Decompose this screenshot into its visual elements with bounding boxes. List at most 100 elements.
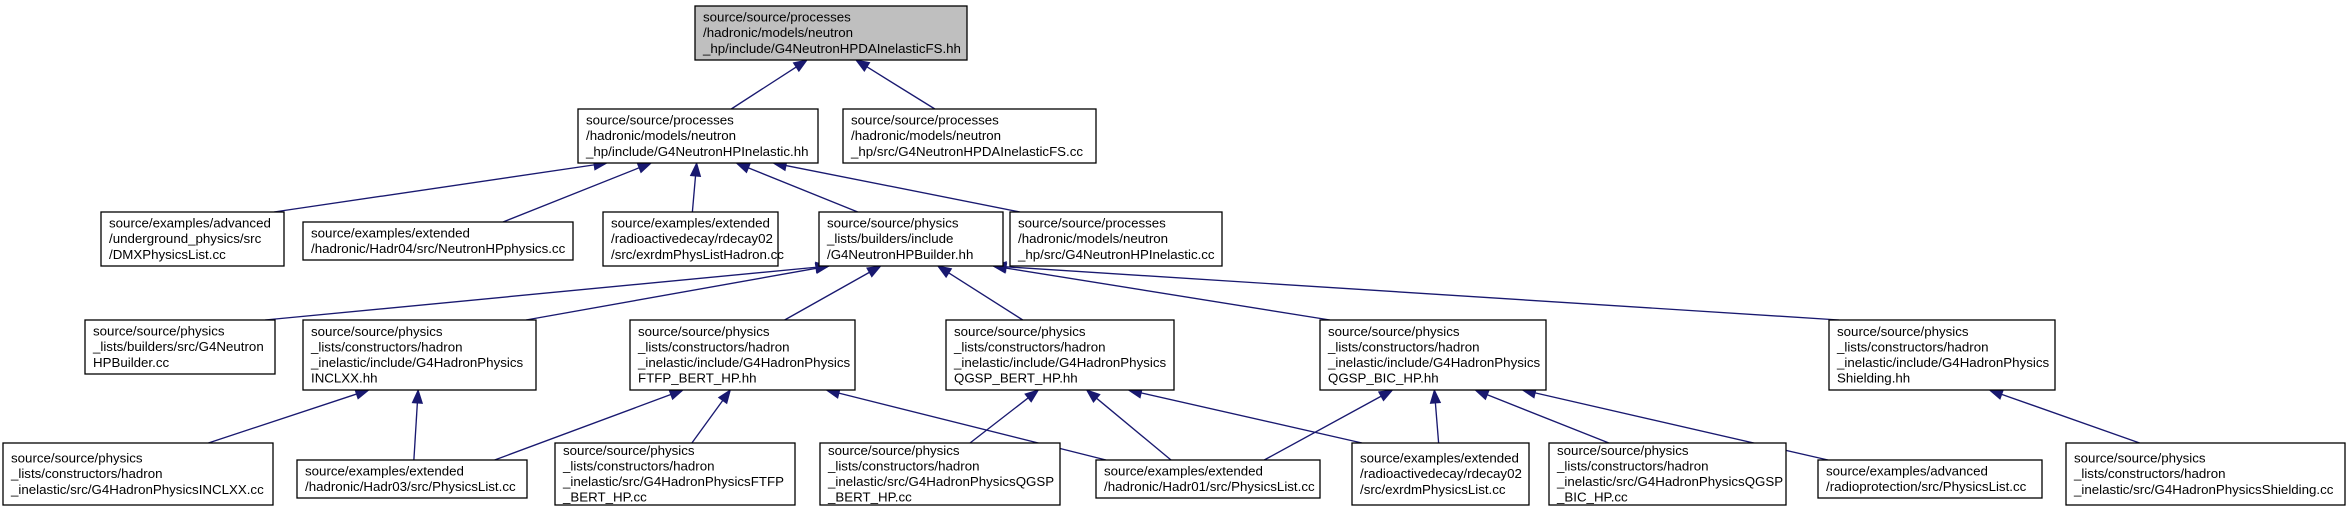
- node-label-line: _lists/builders/include: [826, 231, 953, 246]
- node-had04[interactable]: source/examples/extended/hadronic/Hadr04…: [302, 221, 574, 261]
- node-box: [1095, 459, 1321, 499]
- node-label-line: source/examples/extended: [311, 225, 470, 240]
- arrowhead: [668, 389, 685, 401]
- arrowhead: [854, 59, 871, 72]
- edge-hpinh-to-root: [730, 59, 809, 110]
- node-label-line: INCLXX.hh: [311, 371, 378, 386]
- node-label-line: /radioprotection/src/PhysicsList.cc: [1826, 479, 2027, 494]
- edge-had01-to-qbichh: [1263, 389, 1394, 461]
- edge-shldcc-to-shldhh: [1988, 389, 2140, 444]
- edge-line: [494, 393, 672, 461]
- node-box: [1817, 459, 2043, 499]
- arrowhead: [735, 162, 752, 174]
- node-box: [302, 221, 574, 261]
- node-label-line: source/examples/extended: [1360, 451, 1519, 466]
- edge-line: [264, 266, 817, 321]
- edge-line: [525, 267, 817, 321]
- node-box: [577, 108, 819, 164]
- edge-ftfpcc-to-ftfphh: [691, 388, 732, 444]
- edge-line: [785, 164, 1021, 213]
- node-label-line: QGSP_BIC_HP.hh: [1328, 371, 1439, 386]
- node-box: [100, 211, 285, 267]
- node-inclhh[interactable]: source/source/physics_lists/constructors…: [302, 319, 537, 391]
- edge-bldcc-to-builder: [264, 261, 831, 321]
- arrowhead: [1429, 388, 1442, 404]
- node-hpinh[interactable]: source/source/processes/hadronic/models/…: [577, 108, 819, 164]
- node-box: [1351, 442, 1530, 506]
- edge-line: [1005, 266, 1840, 321]
- node-label-line: QGSP_BERT_HP.hh: [954, 371, 1078, 386]
- node-label-line: _lists/constructors/hadron: [562, 458, 715, 473]
- node-shldcc[interactable]: source/source/physics_lists/constructors…: [2065, 442, 2346, 506]
- edge-had01-to-qbrthh: [1085, 389, 1172, 461]
- node-qbrthh[interactable]: source/source/physics_lists/constructors…: [945, 319, 1175, 391]
- edge-line: [969, 397, 1029, 444]
- node-label-line: _lists/constructors/hadron: [10, 466, 163, 481]
- node-label-line: source/source/physics: [638, 324, 770, 339]
- node-label-line: /radioactivedecay/rdecay02: [1360, 466, 1522, 481]
- edge-line: [838, 392, 1107, 461]
- node-label-line: _inelastic/src/G4HadronPhysicsShielding.…: [2073, 482, 2334, 497]
- node-exrdmh[interactable]: source/examples/extended/radioactivedeca…: [602, 211, 784, 267]
- node-root[interactable]: source/source/processes/hadronic/models/…: [694, 5, 968, 61]
- node-inclcc[interactable]: source/source/physics_lists/constructors…: [2, 442, 274, 506]
- node-label-line: /hadronic/Hadr03/src/PhysicsList.cc: [305, 479, 516, 494]
- node-label-line: source/examples/advanced: [109, 216, 271, 231]
- node-builder[interactable]: source/source/physics_lists/builders/inc…: [818, 211, 1004, 267]
- node-label-line: source/source/physics: [954, 324, 1086, 339]
- edge-line: [1096, 397, 1172, 461]
- arrowhead: [717, 388, 732, 405]
- node-radio[interactable]: source/examples/advanced/radioprotection…: [1817, 459, 2043, 499]
- edge-line: [2001, 393, 2140, 444]
- edge-dmx-to-hpinh: [273, 159, 609, 213]
- node-qbichh[interactable]: source/source/physics_lists/constructors…: [1319, 319, 1547, 391]
- node-label-line: _lists/constructors/hadron: [1836, 339, 1989, 354]
- node-box: [84, 319, 276, 375]
- node-qbiccc[interactable]: source/source/physics_lists/constructors…: [1548, 442, 1787, 506]
- node-label-line: _lists/constructors/hadron: [827, 458, 980, 473]
- edge-line: [866, 66, 936, 110]
- node-label-line: _BERT_HP.cc: [827, 490, 912, 505]
- node-label-line: /hadronic/Hadr04/src/NeutronHPphysics.cc: [311, 241, 566, 256]
- node-ftfpcc[interactable]: source/source/physics_lists/constructors…: [554, 442, 796, 506]
- arrowhead: [1377, 389, 1394, 402]
- arrowhead: [354, 388, 371, 400]
- node-exrdm[interactable]: source/examples/extended/radioactivedeca…: [1351, 442, 1530, 506]
- node-label-line: source/source/physics: [563, 443, 695, 458]
- node-label-line: _lists/constructors/hadron: [953, 339, 1106, 354]
- node-label-line: source/source/physics: [828, 443, 960, 458]
- node-box: [818, 211, 1004, 267]
- edge-ftfphh-to-builder: [784, 265, 882, 321]
- edge-qbrtcc-to-qbrthh: [969, 389, 1040, 444]
- node-box: [629, 319, 856, 391]
- node-label-line: _inelastic/src/G4HadronPhysicsINCLXX.cc: [10, 482, 264, 497]
- node-label-line: _BERT_HP.cc: [562, 490, 647, 505]
- node-hpinel[interactable]: source/source/processes/hadronic/models/…: [1009, 211, 1223, 267]
- node-ftfphh[interactable]: source/source/physics_lists/constructors…: [629, 319, 856, 391]
- edge-had03-to-inclhh: [411, 388, 424, 461]
- edge-hpinel-to-hpinh: [771, 160, 1021, 213]
- node-dmx[interactable]: source/examples/advanced/underground_phy…: [100, 211, 285, 267]
- node-label-line: _hp/include/G4NeutronHPDAInelasticFS.hh: [702, 41, 961, 56]
- node-had03[interactable]: source/examples/extended/hadronic/Hadr03…: [296, 459, 528, 499]
- node-qbrtcc[interactable]: source/source/physics_lists/constructors…: [819, 442, 1061, 506]
- node-label-line: /hadronic/models/neutron: [1018, 231, 1168, 246]
- node-had01[interactable]: source/examples/extended/hadronic/Hadr01…: [1095, 459, 1321, 499]
- node-shldhh[interactable]: source/source/physics_lists/constructors…: [1828, 319, 2056, 391]
- node-label-line: _lists/constructors/hadron: [1327, 339, 1480, 354]
- node-bldcc[interactable]: source/source/physics_lists/builders/src…: [84, 319, 276, 375]
- arrowhead: [411, 388, 424, 404]
- edge-inclcc-to-inclhh: [208, 388, 371, 444]
- node-label-line: source/source/physics: [93, 324, 225, 339]
- node-label-line: source/source/processes: [586, 113, 734, 128]
- node-label-line: /G4NeutronHPBuilder.hh: [827, 247, 973, 262]
- arrowhead: [689, 161, 702, 177]
- node-label-line: source/examples/extended: [611, 216, 770, 231]
- node-label-line: _lists/constructors/hadron: [1556, 458, 1709, 473]
- node-label-line: _hp/include/G4NeutronHPInelastic.hh: [585, 144, 809, 159]
- node-label-line: source/source/physics: [2074, 451, 2206, 466]
- node-dafscc[interactable]: source/source/processes/hadronic/models/…: [842, 108, 1097, 164]
- edge-line: [784, 271, 870, 321]
- node-box: [296, 459, 528, 499]
- arrowhead: [1473, 389, 1490, 401]
